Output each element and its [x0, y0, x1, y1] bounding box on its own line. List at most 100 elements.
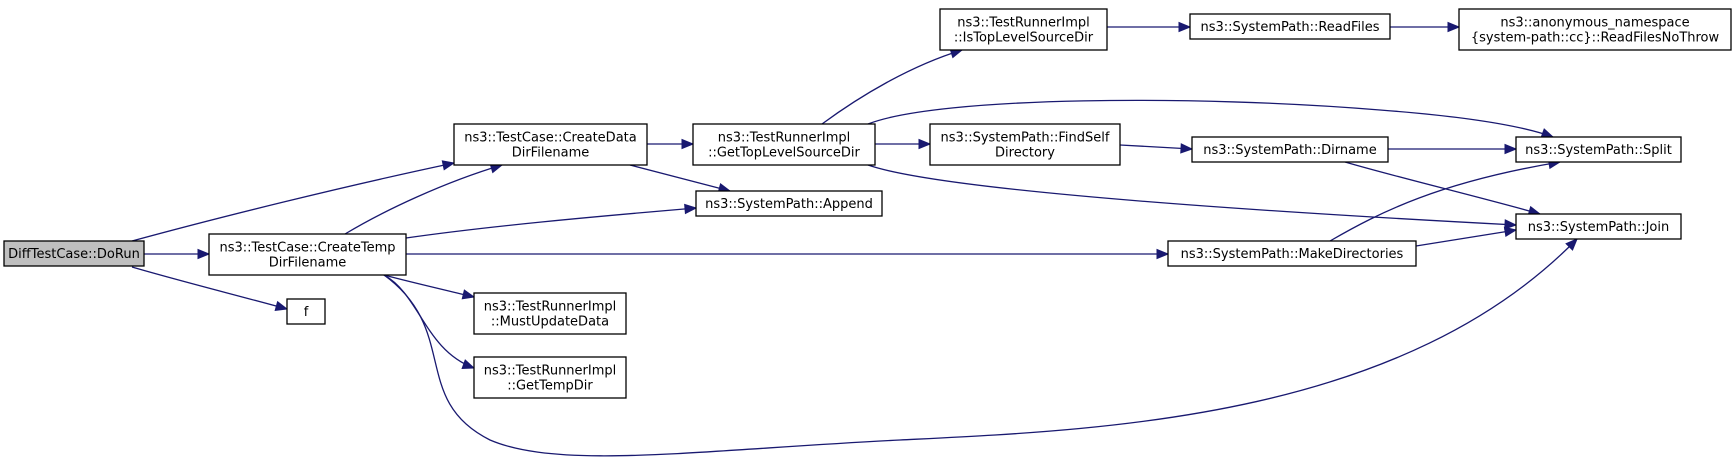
- edge-line: [344, 164, 503, 235]
- node-box: [1167, 240, 1417, 267]
- node-label: ns3::anonymous_namespace: [1500, 16, 1689, 31]
- node-getTempDir[interactable]: ns3::TestRunnerImpl::GetTempDir: [473, 356, 627, 399]
- edge-createTemp-to-join: [383, 238, 1578, 457]
- edge-line: [131, 266, 288, 310]
- node-box: [208, 233, 407, 276]
- edge-arrowhead: [274, 300, 289, 312]
- node-dirname[interactable]: ns3::SystemPath::Dirname: [1191, 136, 1389, 163]
- node-box: [473, 292, 627, 335]
- node-box: [473, 356, 627, 399]
- node-box: [1189, 13, 1391, 40]
- edge-getTopLevel-to-findSelf: [875, 138, 932, 150]
- edge-arrowhead: [1504, 143, 1518, 155]
- node-label: ns3::SystemPath::Split: [1525, 143, 1672, 158]
- edge-arrowhead: [441, 160, 456, 171]
- node-label: ns3::SystemPath::Dirname: [1203, 143, 1376, 158]
- node-label: ::IsTopLevelSourceDir: [954, 31, 1094, 46]
- node-mustUpdate[interactable]: ns3::TestRunnerImpl::MustUpdateData: [473, 292, 627, 335]
- node-box: [1515, 213, 1682, 240]
- edge-getTopLevel-to-join: [867, 164, 1518, 230]
- node-f[interactable]: f: [286, 298, 326, 325]
- edge-line: [1119, 144, 1193, 150]
- node-append[interactable]: ns3::SystemPath::Append: [695, 190, 883, 217]
- node-makeDirs[interactable]: ns3::SystemPath::MakeDirectories: [1167, 240, 1417, 267]
- edge-arrowhead: [684, 203, 698, 215]
- node-label: ns3::TestRunnerImpl: [484, 364, 617, 379]
- node-label: ns3::TestRunnerImpl: [957, 16, 1090, 31]
- node-label: {system-path::cc}::ReadFilesNoThrow: [1471, 31, 1720, 46]
- edge-createData-to-getTopLevel: [647, 138, 695, 150]
- node-box: [692, 123, 876, 166]
- node-box: [1458, 8, 1732, 51]
- node-box: [939, 8, 1108, 51]
- edge-diff_doRun-to-createData: [131, 160, 456, 242]
- node-readFiles[interactable]: ns3::SystemPath::ReadFiles: [1189, 13, 1391, 40]
- edge-getTopLevel-to-split: [867, 99, 1555, 138]
- node-getTopLevel[interactable]: ns3::TestRunnerImpl::GetTopLevelSourceDi…: [692, 123, 876, 166]
- edge-createTemp-to-makeDirs: [406, 248, 1170, 260]
- node-label: ::GetTopLevelSourceDir: [708, 146, 860, 161]
- edge-createTemp-to-mustUpdate: [383, 274, 476, 300]
- node-label: DiffTestCase::DoRun: [8, 247, 140, 262]
- node-label: f: [304, 305, 309, 320]
- node-join[interactable]: ns3::SystemPath::Join: [1515, 213, 1682, 240]
- edge-line: [1329, 161, 1561, 242]
- edge-line: [821, 49, 963, 125]
- node-diff_doRun[interactable]: DiffTestCase::DoRun: [3, 240, 145, 267]
- node-isTopLevel[interactable]: ns3::TestRunnerImpl::IsTopLevelSourceDir: [939, 8, 1108, 51]
- edge-dirname-to-split: [1388, 143, 1518, 155]
- edge-readFiles-to-readFilesNoThrow: [1390, 21, 1461, 33]
- node-label: ns3::SystemPath::ReadFiles: [1200, 20, 1379, 35]
- edge-line: [1344, 161, 1541, 215]
- node-label: ns3::TestCase::CreateData: [464, 131, 636, 146]
- node-label: ns3::SystemPath::Append: [705, 197, 873, 212]
- edge-arrowhead: [1504, 219, 1518, 230]
- edges-layer: [131, 21, 1578, 457]
- edge-line: [867, 99, 1554, 138]
- edge-getTopLevel-to-isTopLevel: [821, 48, 964, 125]
- node-label: ns3::SystemPath::Join: [1528, 220, 1669, 235]
- node-label: ::MustUpdateData: [491, 315, 609, 330]
- edge-line: [405, 207, 697, 239]
- edge-line: [383, 238, 1578, 457]
- edge-arrowhead: [1178, 21, 1192, 33]
- edge-dirname-to-join: [1344, 161, 1542, 216]
- edge-line: [629, 164, 731, 192]
- edge-createTemp-to-append: [405, 203, 698, 239]
- edge-arrowhead: [1156, 248, 1170, 260]
- edge-arrowhead: [1447, 21, 1461, 33]
- node-label: ns3::TestCase::CreateTemp: [219, 241, 395, 256]
- node-box: [453, 123, 648, 166]
- node-label: ::GetTempDir: [507, 379, 593, 394]
- edge-arrowhead: [1180, 143, 1194, 154]
- node-split[interactable]: ns3::SystemPath::Split: [1515, 136, 1682, 163]
- node-box: [286, 298, 326, 325]
- edge-arrowhead: [461, 289, 476, 300]
- edge-diff_doRun-to-createTemp: [144, 248, 211, 260]
- edge-diff_doRun-to-f: [131, 266, 289, 312]
- nodes-layer: DiffTestCase::DoRun ns3::TestCase::Create…: [3, 8, 1732, 399]
- edge-makeDirs-to-join: [1415, 226, 1518, 247]
- node-label: ns3::SystemPath::FindSelf: [941, 131, 1110, 146]
- edge-createTemp-to-getTempDir: [383, 274, 476, 369]
- node-box: [1515, 136, 1682, 163]
- edge-arrowhead: [1540, 128, 1555, 138]
- node-box: [695, 190, 883, 217]
- edge-line: [867, 164, 1517, 226]
- edge-line: [131, 162, 455, 242]
- node-readFilesNoThrow[interactable]: ns3::anonymous_namespace{system-path::cc…: [1458, 8, 1732, 51]
- node-label: Directory: [995, 146, 1055, 161]
- node-box: [3, 240, 145, 267]
- edge-findSelf-to-dirname: [1119, 143, 1194, 154]
- edge-isTopLevel-to-readFiles: [1107, 21, 1192, 33]
- edge-arrowhead: [1565, 238, 1578, 251]
- edge-arrowhead: [461, 359, 476, 369]
- node-label: ns3::TestRunnerImpl: [484, 300, 617, 315]
- edge-createTemp-to-createData: [344, 163, 504, 235]
- edge-arrowhead: [197, 248, 211, 260]
- node-label: ns3::TestRunnerImpl: [718, 131, 851, 146]
